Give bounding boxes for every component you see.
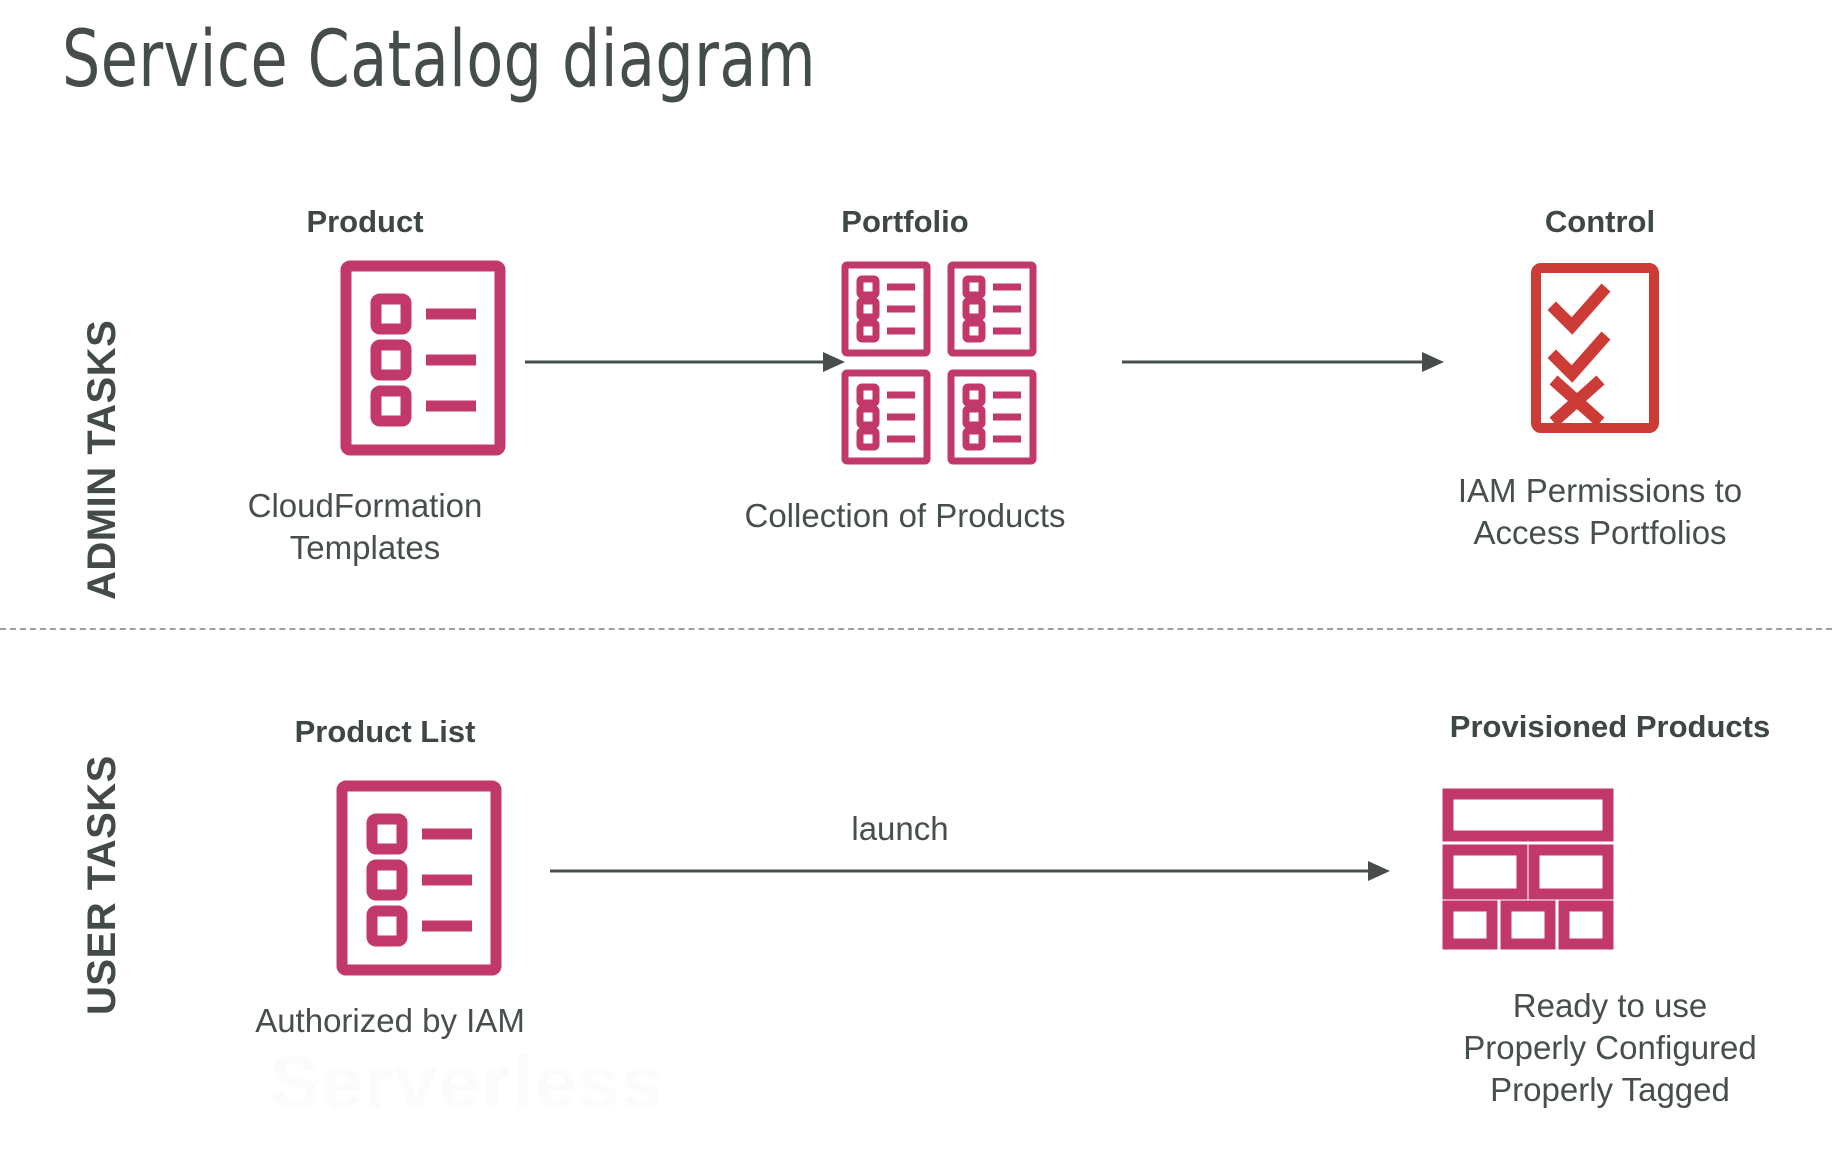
product-list-document-icon xyxy=(336,780,502,981)
node-product-caption-line-1: CloudFormation xyxy=(247,487,483,524)
node-provisioned-products-header: Provisioned Products xyxy=(1449,709,1771,744)
node-product[interactable]: Product xyxy=(185,204,545,239)
node-control-caption-line-2: Access Portfolios xyxy=(1473,514,1727,552)
node-control[interactable]: Control xyxy=(1400,204,1800,239)
node-product-list[interactable]: Product List xyxy=(235,714,535,749)
band-label-admin-tasks: ADMIN TASKS xyxy=(80,319,124,600)
node-product-caption: CloudFormation Templates xyxy=(185,485,545,569)
portfolio-grid-icon xyxy=(838,258,1050,475)
node-portfolio[interactable]: Portfolio xyxy=(700,204,1110,239)
node-portfolio-header: Portfolio xyxy=(841,204,969,239)
node-provisioned-products-caption-line-2: Properly Configured xyxy=(1463,1029,1757,1067)
node-product-list-caption: Authorized by IAM xyxy=(190,1000,590,1042)
page-title: Service Catalog diagram xyxy=(62,15,817,105)
node-product-list-header: Product List xyxy=(294,714,476,749)
node-portfolio-caption-line-1: Collection of Products xyxy=(744,497,1066,534)
node-provisioned-products-caption: Ready to use Properly Configured Properl… xyxy=(1290,985,1832,1112)
node-provisioned-products-caption-line-3: Properly Tagged xyxy=(1490,1071,1730,1109)
arrow-product-to-portfolio xyxy=(525,348,845,381)
node-product-list-caption-line-1: Authorized by IAM xyxy=(255,1002,525,1039)
product-list-document-icon xyxy=(340,260,506,461)
arrow-portfolio-to-control xyxy=(1122,348,1444,381)
node-control-caption: IAM Permissions to Access Portfolios xyxy=(1395,470,1805,554)
control-checklist-icon xyxy=(1530,262,1660,439)
background-watermark: Serverless xyxy=(270,1041,665,1124)
node-portfolio-caption: Collection of Products xyxy=(700,495,1110,537)
node-provisioned-products[interactable]: Provisioned Products xyxy=(1320,709,1832,744)
band-label-user-tasks: USER TASKS xyxy=(80,755,124,1015)
node-provisioned-products-caption-line-1: Ready to use xyxy=(1512,987,1708,1024)
arrow-launch-label: launch xyxy=(851,810,949,847)
launch-arrow xyxy=(550,857,1390,890)
node-product-header: Product xyxy=(306,204,424,239)
node-product-caption-line-2: Templates xyxy=(289,529,441,567)
node-control-caption-line-1: IAM Permissions to xyxy=(1457,472,1743,509)
provisioned-blocks-icon xyxy=(1442,788,1614,955)
band-divider xyxy=(0,628,1832,630)
node-control-header: Control xyxy=(1544,204,1656,239)
